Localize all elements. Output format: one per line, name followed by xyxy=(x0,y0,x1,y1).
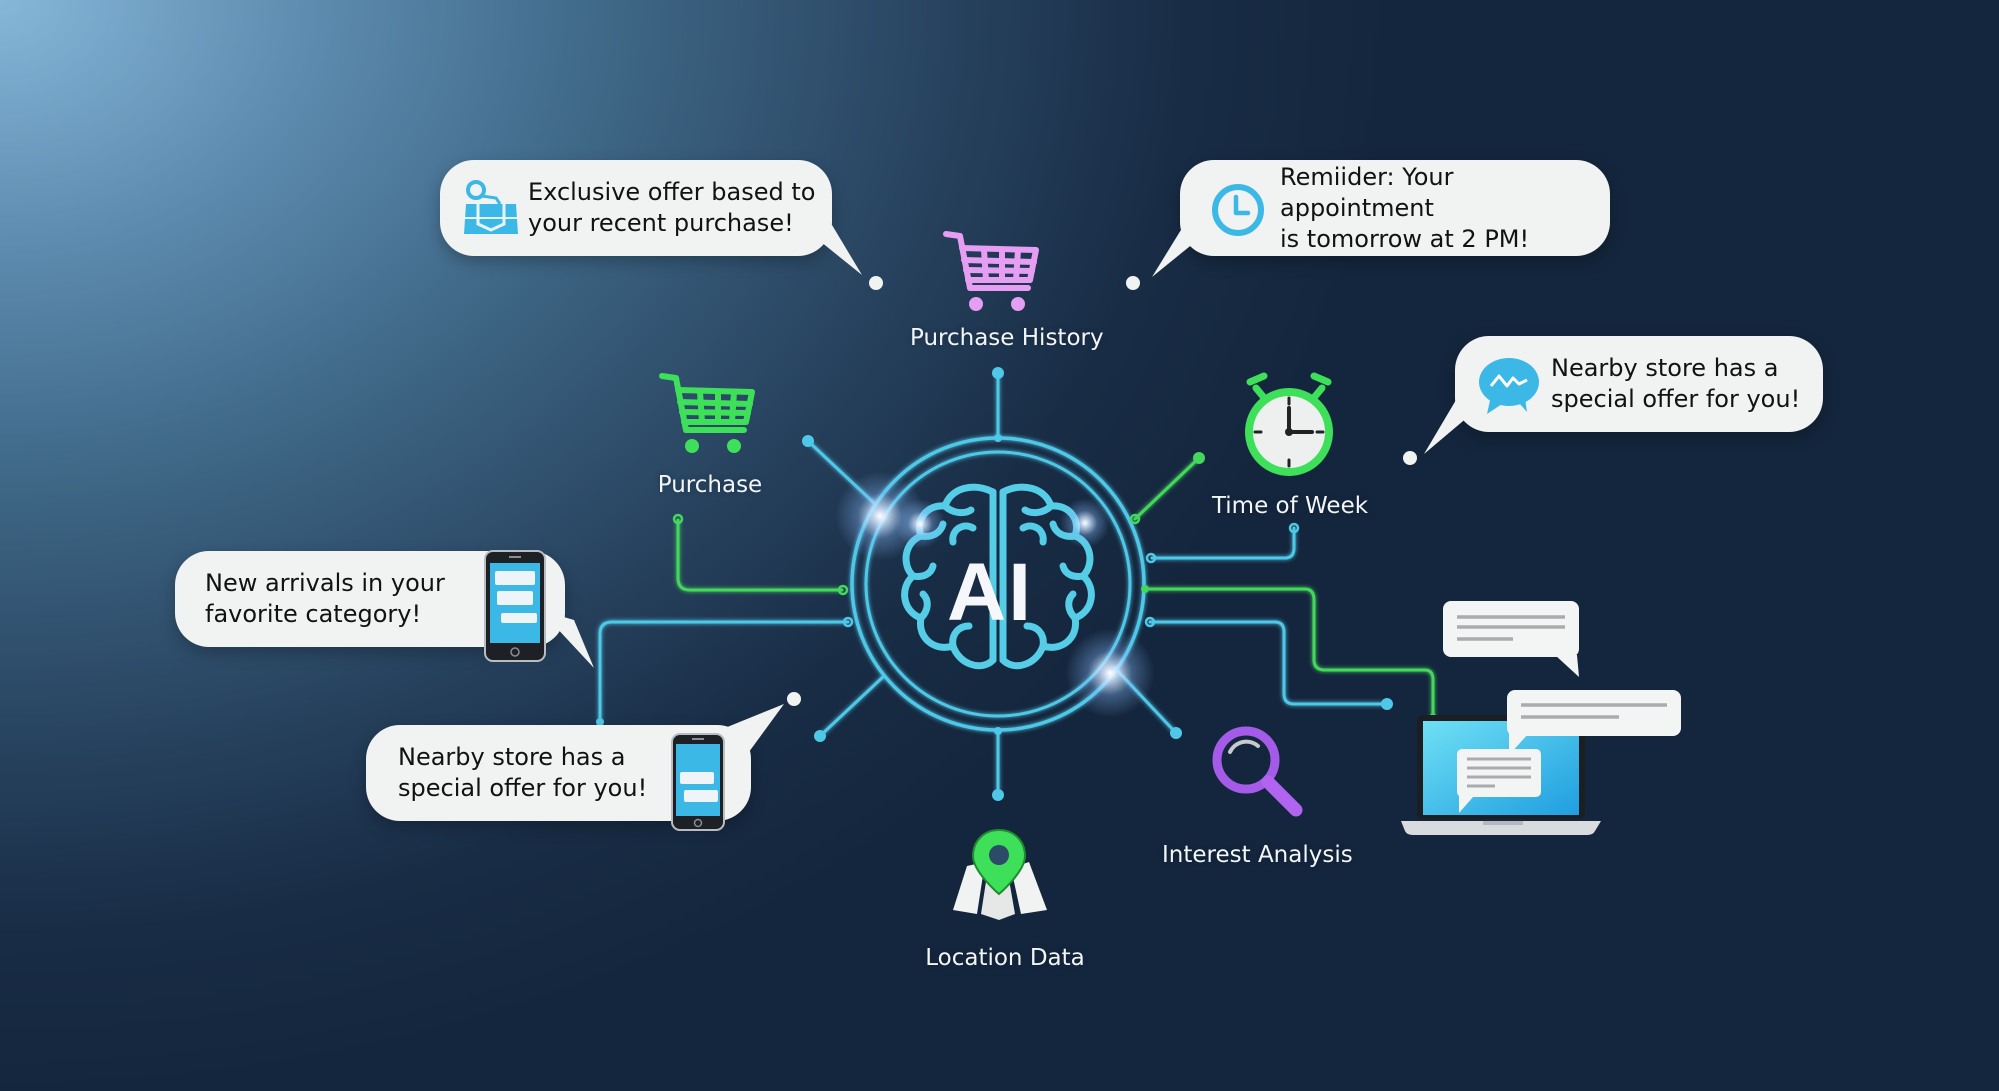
light-flare xyxy=(1065,628,1155,718)
notification-bubble-nearby-store-right: Nearby store has a special offer for you… xyxy=(1455,336,1823,432)
ai-center-label: AI xyxy=(947,547,1033,638)
bubble-tail xyxy=(1152,225,1216,277)
brain-icon xyxy=(901,483,1095,670)
bubble-tail xyxy=(540,610,594,668)
smartphone-icon xyxy=(671,733,725,831)
chat-bubble-icon xyxy=(1479,358,1539,414)
smartphone-icon xyxy=(484,550,546,662)
shopping-bag-icon xyxy=(464,180,518,234)
notification-bubble-reminder: Remiider: Your appointment is tomorrow a… xyxy=(1180,160,1610,256)
interest-analysis-label: Interest Analysis xyxy=(1162,842,1353,868)
time-of-week-label: Time of Week xyxy=(1211,493,1369,519)
shopping-cart-icon xyxy=(659,373,755,453)
purchase-label: Purchase xyxy=(657,472,763,498)
bubble-tail xyxy=(800,225,862,275)
map-pin-icon xyxy=(953,828,1047,920)
stopwatch-icon xyxy=(1245,372,1333,476)
bubble-text: New arrivals in your favorite category! xyxy=(205,569,445,628)
bubble-text: Nearby store has a special offer for you… xyxy=(1551,354,1801,413)
light-flare xyxy=(895,499,945,549)
magnifying-glass-icon xyxy=(1212,726,1303,817)
notification-bubble-exclusive-offer: Exclusive offer based to your recent pur… xyxy=(440,160,832,256)
bubble-text: Nearby store has a special offer for you… xyxy=(398,743,648,802)
bubble-text: Exclusive offer based to your recent pur… xyxy=(528,178,816,237)
bubble-tail xyxy=(1424,400,1488,454)
light-flare xyxy=(1060,498,1110,548)
purchase-history-label: Purchase History xyxy=(910,325,1104,351)
laptop-chat-icon xyxy=(1401,601,1681,835)
bubble-tail xyxy=(710,704,784,756)
location-data-label: Location Data xyxy=(925,945,1085,971)
clock-icon xyxy=(1212,184,1264,236)
shopping-cart-icon xyxy=(943,231,1039,311)
inner-ring xyxy=(864,450,1132,718)
bubble-text: Remiider: Your appointment is tomorrow a… xyxy=(1280,162,1530,253)
